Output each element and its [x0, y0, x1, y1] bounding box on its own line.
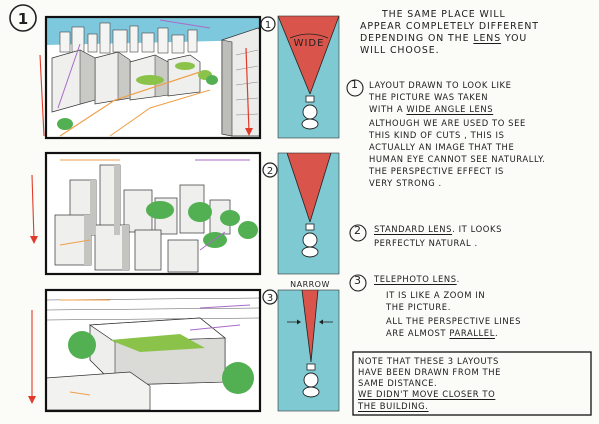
wide-angle-lens-term: WIDE ANGLE LENS: [406, 104, 494, 114]
header-line-2: APPEAR COMPLETELY DIFFERENT: [360, 21, 539, 32]
page-number-badge: 1: [9, 4, 37, 32]
narrow-label: NARROW: [290, 280, 330, 289]
header-lens-word: LENS: [473, 33, 502, 44]
camera-person-icon: [301, 95, 319, 130]
panel-1-wide-angle: [39, 15, 262, 140]
section-1-number: 1: [351, 78, 359, 91]
section-1-line-7: HUMAN EYE CANNOT SEE NATURALLY.: [369, 154, 546, 164]
section-3-line-1: TELEPHOTO LENS.: [374, 274, 460, 284]
camera-person-icon: [301, 223, 319, 258]
section-3-line-2: IT IS LIKE A ZOOM IN: [386, 290, 486, 300]
panel-2-number: 2: [267, 166, 273, 177]
section-3-number: 3: [354, 274, 362, 287]
section-1-line-5: THIS KIND OF CUTS , THIS IS: [369, 130, 505, 140]
section-2-line-1: STANDARD LENS. IT LOOKS: [374, 224, 503, 234]
camera-person-icon: [302, 363, 320, 398]
section-1-line-4: ALTHOUGH WE ARE USED TO SEE: [369, 118, 526, 128]
section-2-number: 2: [354, 224, 362, 237]
lens-cone-wide: WIDE: [277, 15, 340, 139]
panel-number-badges: 1 2 3: [260, 16, 278, 305]
note-line-2: HAVE BEEN DRAWN FROM THE: [358, 367, 502, 377]
section-1-line-2: THE PICTURE WAS TAKEN: [369, 92, 489, 102]
note-line-3: SAME DISTANCE.: [358, 378, 438, 388]
header-line-1: THE SAME PLACE WILL: [382, 9, 506, 20]
section-1-line-1: LAYOUT DRAWN TO LOOK LIKE: [369, 80, 512, 90]
section-3-line-4: ALL THE PERSPECTIVE LINES: [386, 316, 522, 326]
note-line-4: WE DIDN'T MOVE CLOSER TO: [358, 389, 496, 399]
panel-1-number: 1: [265, 20, 271, 31]
section-3-line-5: ARE ALMOST PARALLEL.: [386, 328, 499, 338]
section-3-line-3: THE PICTURE.: [386, 302, 451, 312]
section-1-line-8: THE PERSPECTIVE EFFECT IS: [369, 166, 504, 176]
header-line-3: DEPENDING ON THE LENS YOU: [360, 33, 528, 44]
page-number: 1: [18, 10, 28, 28]
lens-cone-standard: [277, 152, 340, 275]
lens-cone-narrow: NARROW: [277, 280, 340, 412]
header-line-4: WILL CHOOSE.: [360, 45, 440, 56]
section-2-line-2: PERFECTLY NATURAL .: [374, 238, 478, 248]
panel-2-standard: [30, 151, 262, 276]
wide-label: WIDE: [294, 38, 325, 49]
section-1-line-9: VERY STRONG .: [369, 178, 442, 188]
panel-3-number: 3: [267, 293, 273, 304]
section-1-line-6: ACTUALLY AN IMAGE THAT THE: [369, 142, 515, 152]
panel-3-telephoto: [28, 288, 262, 413]
note-box-frame: [352, 351, 592, 416]
note-line-1: NOTE THAT THESE 3 LAYOUTS: [358, 356, 499, 366]
section-1-line-3: WITH A WIDE ANGLE LENS: [369, 104, 494, 114]
note-line-5: THE BUILDING.: [358, 401, 429, 411]
standard-lens-term: STANDARD LENS: [374, 224, 453, 234]
parallel-term: PARALLEL: [449, 328, 495, 338]
telephoto-lens-term: TELEPHOTO LENS: [374, 274, 457, 284]
